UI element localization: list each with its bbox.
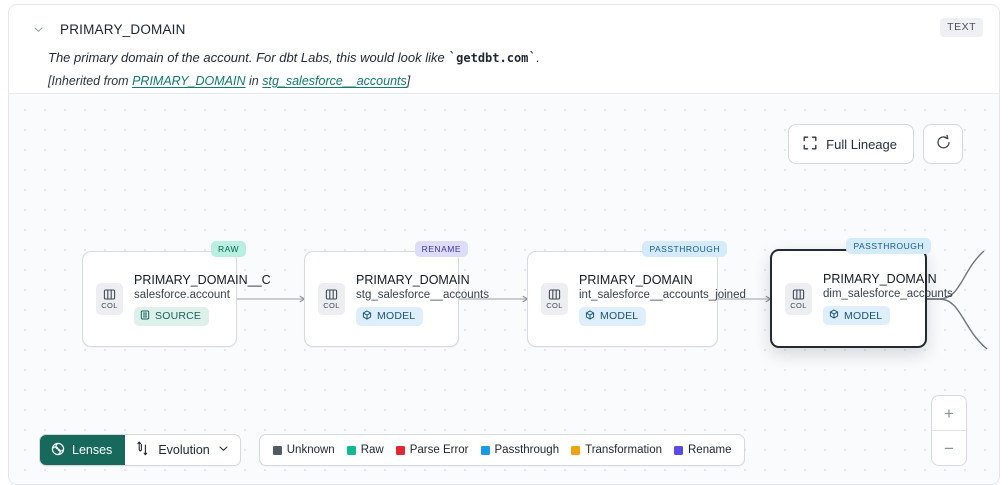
cube-icon bbox=[829, 309, 839, 322]
node-subtitle-0: salesforce.account bbox=[134, 288, 230, 301]
legend-swatch-raw bbox=[346, 445, 356, 455]
canvas-top-controls: Full Lineage bbox=[788, 124, 963, 164]
lens-icon bbox=[51, 442, 65, 459]
page-title: PRIMARY_DOMAIN bbox=[60, 21, 186, 37]
node-type-label-2: MODEL bbox=[600, 310, 639, 322]
legend-item-parse-error: Parse Error bbox=[395, 444, 469, 456]
legend-swatch-parse-error bbox=[395, 445, 405, 455]
legend-label-parse-error: Parse Error bbox=[409, 444, 469, 456]
node-body-1: PRIMARY_DOMAIN stg_salesforce__accounts … bbox=[356, 273, 489, 326]
legend-swatch-rename bbox=[674, 445, 683, 455]
legend-swatch-passthrough bbox=[480, 445, 490, 455]
legend-swatch-transformation bbox=[571, 445, 581, 455]
full-lineage-label: Full Lineage bbox=[826, 136, 897, 152]
node-tag-3: PASSTHROUGH bbox=[846, 238, 931, 254]
lens-controls: Lenses Evolution bbox=[39, 434, 241, 466]
full-lineage-button[interactable]: Full Lineage bbox=[788, 124, 914, 164]
node-body-0: PRIMARY_DOMAIN__C salesforce.account SOU… bbox=[134, 273, 271, 326]
zoom-divider bbox=[932, 430, 966, 431]
legend-label-unknown: Unknown bbox=[286, 444, 335, 456]
legend-label-raw: Raw bbox=[360, 444, 384, 456]
node-type-pill-2: MODEL bbox=[579, 306, 647, 326]
cube-icon bbox=[585, 309, 595, 323]
legend-item-transformation: Transformation bbox=[571, 444, 662, 456]
lineage-node-0[interactable]: RAW COL PRIMARY_DOMAIN__C salesforce.acc… bbox=[82, 241, 271, 347]
node-tag-1: RENAME bbox=[414, 241, 468, 257]
inherited-note: [Inherited from PRIMARY_DOMAIN in stg_sa… bbox=[48, 74, 981, 88]
description-code: getdbt.com bbox=[456, 51, 529, 65]
cube-icon bbox=[362, 309, 372, 323]
description-text: The primary domain of the account. For d… bbox=[48, 50, 449, 65]
node-type-pill-3: MODEL bbox=[823, 306, 891, 325]
inherited-prefix: [Inherited from bbox=[48, 74, 133, 88]
refresh-button[interactable] bbox=[923, 124, 963, 164]
column-title-row: PRIMARY_DOMAIN bbox=[27, 19, 981, 39]
database-icon bbox=[140, 310, 150, 323]
expand-icon bbox=[803, 136, 817, 153]
node-type-label-3: MODEL bbox=[844, 309, 883, 322]
column-icon-label: COL bbox=[790, 300, 807, 310]
chevron-down-icon bbox=[218, 443, 229, 457]
column-icon: COL bbox=[541, 283, 568, 315]
node-name-0: PRIMARY_DOMAIN__C bbox=[134, 272, 271, 287]
legend-item-unknown: Unknown bbox=[272, 444, 335, 456]
column-icon: COL bbox=[318, 283, 345, 315]
column-icon-label: COL bbox=[101, 301, 118, 311]
node-subtitle-1: stg_salesforce__accounts bbox=[356, 288, 489, 301]
node-type-pill-0: SOURCE bbox=[134, 306, 210, 326]
description-suffix: . bbox=[536, 50, 540, 65]
legend-label-passthrough: Passthrough bbox=[494, 444, 560, 456]
lenses-label: Lenses bbox=[72, 443, 113, 457]
lineage-canvas[interactable]: Full Lineage RAW bbox=[9, 93, 999, 484]
node-type-pill-1: MODEL bbox=[356, 306, 424, 326]
inherited-suffix: ] bbox=[406, 74, 411, 88]
evolution-label: Evolution bbox=[158, 443, 210, 457]
inherited-mid: in bbox=[245, 74, 263, 88]
node-name-3: PRIMARY_DOMAIN bbox=[823, 272, 937, 286]
column-icon: COL bbox=[96, 283, 123, 315]
chevron-down-icon[interactable] bbox=[27, 19, 49, 39]
legend-item-rename: Rename bbox=[674, 444, 731, 456]
legend-label-transformation: Transformation bbox=[585, 444, 662, 456]
inherited-model-link[interactable]: stg_salesforce__accounts bbox=[262, 74, 407, 88]
evolution-dropdown[interactable]: Evolution bbox=[125, 435, 240, 465]
zoom-controls: + − bbox=[931, 395, 967, 466]
node-body-3: PRIMARY_DOMAIN dim_salesforce_accounts M… bbox=[823, 272, 953, 325]
legend-swatch-unknown bbox=[272, 445, 282, 455]
lenses-button[interactable]: Lenses bbox=[40, 435, 126, 465]
evolution-icon bbox=[136, 441, 150, 459]
legend-item-raw: Raw bbox=[346, 444, 384, 456]
legend-item-passthrough: Passthrough bbox=[480, 444, 560, 456]
zoom-out-button[interactable]: − bbox=[932, 431, 966, 465]
node-subtitle-2: int_salesforce__accounts_joined bbox=[579, 288, 746, 301]
type-badge: TEXT bbox=[940, 18, 983, 37]
node-tag-0: RAW bbox=[210, 241, 246, 257]
column-description: The primary domain of the account. For d… bbox=[48, 50, 540, 66]
column-icon: COL bbox=[785, 282, 812, 315]
node-type-label-1: MODEL bbox=[377, 310, 416, 322]
lineage-node-1[interactable]: RENAME COL PRIMARY_DOMAIN stg_salesforce… bbox=[304, 241, 489, 347]
inherited-column-link[interactable]: PRIMARY_DOMAIN bbox=[132, 74, 246, 88]
node-name-1: PRIMARY_DOMAIN bbox=[356, 272, 470, 287]
node-body-2: PRIMARY_DOMAIN int_salesforce__accounts_… bbox=[579, 273, 746, 326]
zoom-in-button[interactable]: + bbox=[932, 396, 966, 430]
column-header: PRIMARY_DOMAIN TEXT The primary domain o… bbox=[9, 5, 999, 93]
lineage-node-3[interactable]: PASSTHROUGH COL PRIMARY_DOMAIN dim_sales… bbox=[770, 238, 953, 348]
legend-label-rename: Rename bbox=[688, 444, 732, 456]
canvas-bottom-bar: Lenses Evolution bbox=[39, 434, 746, 466]
refresh-icon bbox=[935, 134, 952, 154]
node-subtitle-3: dim_salesforce_accounts bbox=[823, 288, 953, 300]
column-icon-label: COL bbox=[546, 301, 563, 311]
node-type-label-0: SOURCE bbox=[155, 310, 202, 322]
node-name-2: PRIMARY_DOMAIN bbox=[579, 272, 693, 287]
lineage-node-2[interactable]: PASSTHROUGH COL PRIMARY_DOMAIN int_sales… bbox=[527, 241, 746, 347]
node-tag-2: PASSTHROUGH bbox=[642, 241, 727, 257]
lineage-legend: Unknown Raw Parse Error Passthrough bbox=[258, 434, 746, 466]
column-icon-label: COL bbox=[323, 301, 340, 311]
column-detail-card: PRIMARY_DOMAIN TEXT The primary domain o… bbox=[8, 4, 1000, 485]
